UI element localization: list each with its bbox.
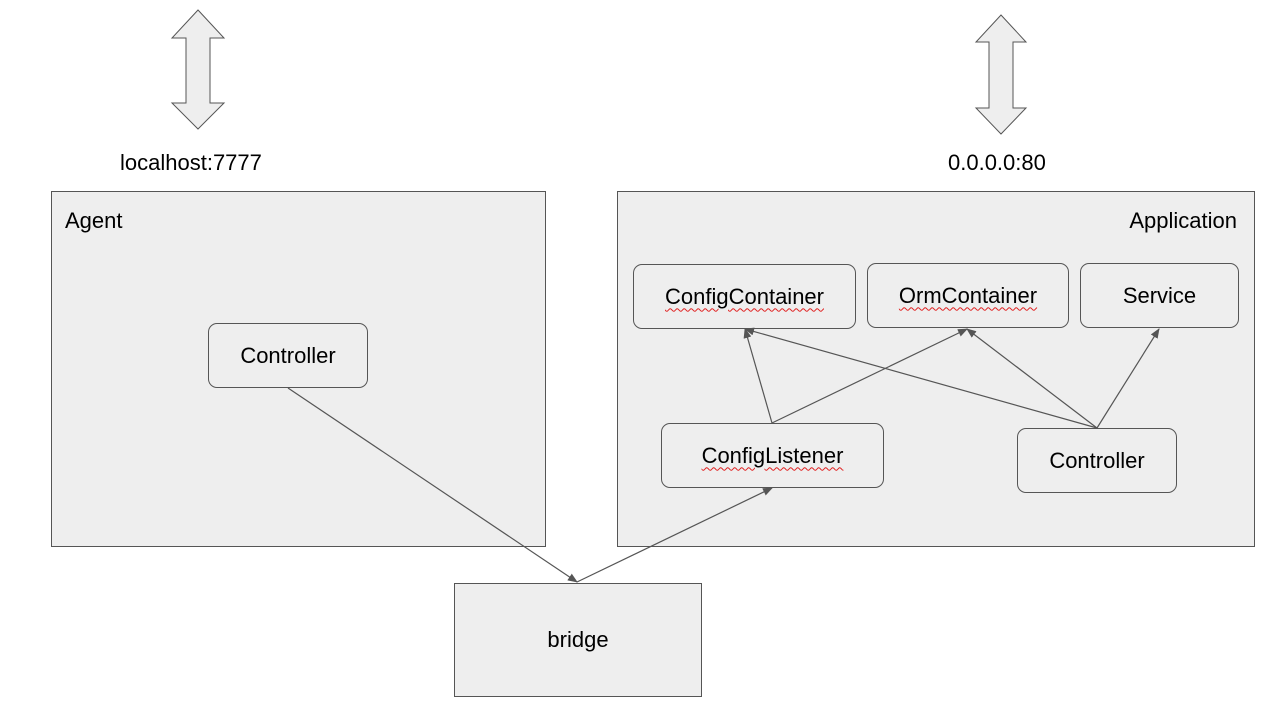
bridge-node[interactable]: bridge: [454, 583, 702, 697]
agent-controller-node[interactable]: Controller: [208, 323, 368, 388]
orm-container-node[interactable]: OrmContainer: [867, 263, 1069, 328]
application-container: Application: [617, 191, 1255, 547]
service-node[interactable]: Service: [1080, 263, 1239, 328]
agent-controller-label: Controller: [240, 342, 336, 368]
app-port-double-arrow: [974, 14, 1028, 135]
agent-port-label: localhost:7777: [120, 150, 262, 175]
service-label: Service: [1122, 282, 1197, 308]
agent-port-double-arrow: [170, 9, 226, 130]
config-listener-node[interactable]: ConfigListener: [661, 423, 884, 488]
bridge-label: bridge: [547, 627, 609, 652]
config-listener-label: ConfigListener: [701, 442, 844, 468]
config-container-label: ConfigContainer: [665, 283, 824, 309]
application-title: Application: [1129, 208, 1237, 233]
app-controller-label: Controller: [1049, 447, 1145, 473]
orm-container-label: OrmContainer: [898, 282, 1038, 308]
app-port-label: 0.0.0.0:80: [948, 150, 1046, 175]
app-controller-node[interactable]: Controller: [1017, 428, 1177, 493]
config-container-node[interactable]: ConfigContainer: [633, 264, 856, 329]
agent-title: Agent: [65, 208, 123, 233]
